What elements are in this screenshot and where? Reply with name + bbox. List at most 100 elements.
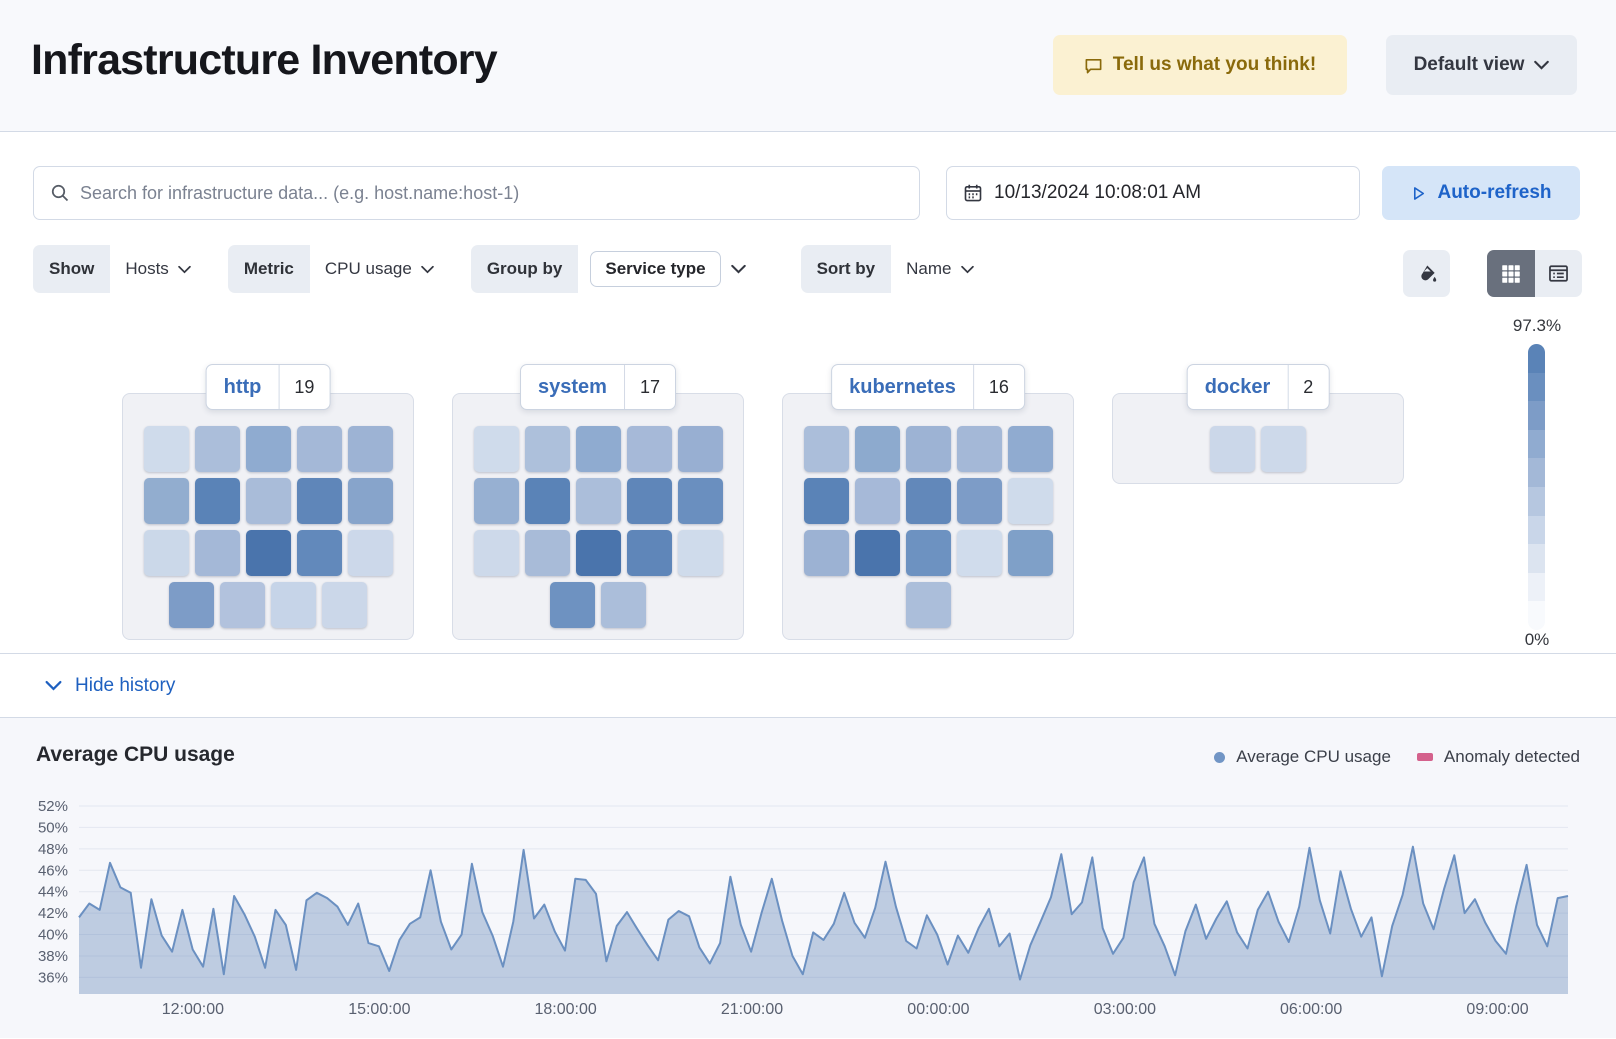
group-by-dropdown[interactable] xyxy=(730,245,746,293)
waffle-tile[interactable] xyxy=(1261,426,1306,472)
waffle-tile[interactable] xyxy=(296,530,342,576)
waffle-tile[interactable] xyxy=(626,530,672,576)
date-time-picker[interactable]: 10/13/2024 10:08:01 AM xyxy=(946,166,1360,220)
waffle-tile[interactable] xyxy=(803,530,849,576)
chevron-down-icon xyxy=(730,264,746,274)
chart-title: Average CPU usage xyxy=(36,743,235,766)
waffle-tile[interactable] xyxy=(245,426,291,472)
waffle-tile[interactable] xyxy=(245,530,291,576)
waffle-tile[interactable] xyxy=(575,478,621,524)
search-input[interactable] xyxy=(80,182,903,204)
waffle-tile[interactable] xyxy=(854,426,900,472)
waffle-tile[interactable] xyxy=(347,530,393,576)
svg-text:44%: 44% xyxy=(38,884,68,901)
waffle-tile[interactable] xyxy=(347,426,393,472)
group-name-link[interactable]: system xyxy=(538,375,607,398)
waffle-tile[interactable] xyxy=(143,426,189,472)
waffle-tile[interactable] xyxy=(271,582,316,628)
waffle-tile[interactable] xyxy=(1210,426,1255,472)
sort-by-dropdown[interactable]: Name xyxy=(891,245,989,293)
waffle-tile[interactable] xyxy=(1007,530,1053,576)
legend-max-label: 97.3% xyxy=(1512,316,1562,335)
svg-text:40%: 40% xyxy=(38,927,68,944)
metric-label: Metric xyxy=(227,245,310,293)
waffle-tile[interactable] xyxy=(677,478,723,524)
date-time-value: 10/13/2024 10:08:01 AM xyxy=(994,182,1202,203)
waffle-tile[interactable] xyxy=(524,426,570,472)
waffle-tile[interactable] xyxy=(956,426,1002,472)
paint-bucket-icon xyxy=(1416,263,1437,284)
waffle-tile[interactable] xyxy=(322,582,367,628)
waffle-tile[interactable] xyxy=(575,530,621,576)
waffle-map-view-button[interactable] xyxy=(1487,250,1535,297)
waffle-tile[interactable] xyxy=(473,478,519,524)
waffle-tile[interactable] xyxy=(956,530,1002,576)
legend-step xyxy=(1528,572,1545,602)
waffle-tile[interactable] xyxy=(220,582,265,628)
waffle-tile[interactable] xyxy=(803,478,849,524)
waffle-tile[interactable] xyxy=(905,426,951,472)
svg-text:03:00:00: 03:00:00 xyxy=(1094,1001,1156,1018)
group-name-link[interactable]: http xyxy=(223,375,262,398)
feedback-button[interactable]: Tell us what you think! xyxy=(1053,35,1347,95)
waffle-tile[interactable] xyxy=(601,582,646,628)
waffle-tile[interactable] xyxy=(143,530,189,576)
waffle-tile[interactable] xyxy=(905,582,951,628)
chevron-down-icon xyxy=(45,680,62,691)
waffle-tile[interactable] xyxy=(550,582,595,628)
group-by-selected-pill[interactable]: Service type xyxy=(590,251,721,287)
waffle-tile[interactable] xyxy=(575,426,621,472)
waffle-tile[interactable] xyxy=(956,478,1002,524)
svg-text:00:00:00: 00:00:00 xyxy=(907,1001,969,1018)
waffle-tile[interactable] xyxy=(524,530,570,576)
svg-text:46%: 46% xyxy=(38,862,68,879)
waffle-tile[interactable] xyxy=(473,530,519,576)
search-bar[interactable] xyxy=(33,166,920,220)
waffle-tile[interactable] xyxy=(677,530,723,576)
waffle-tile[interactable] xyxy=(194,530,240,576)
metric-dropdown[interactable]: CPU usage xyxy=(309,245,449,293)
group-name-link[interactable]: docker xyxy=(1204,375,1271,398)
waffle-tile[interactable] xyxy=(905,478,951,524)
hide-history-toggle[interactable]: Hide history xyxy=(45,675,175,697)
saved-view-dropdown[interactable]: Default view xyxy=(1386,35,1577,95)
waffle-tile[interactable] xyxy=(626,478,672,524)
show-dropdown[interactable]: Hosts xyxy=(110,245,206,293)
table-icon xyxy=(1548,265,1568,282)
waffle-tile[interactable] xyxy=(1007,478,1053,524)
palette-button[interactable] xyxy=(1403,250,1450,297)
group-count: 2 xyxy=(1303,376,1314,397)
waffle-tile[interactable] xyxy=(194,426,240,472)
legend-step xyxy=(1528,544,1545,573)
waffle-tile[interactable] xyxy=(854,478,900,524)
svg-text:06:00:00: 06:00:00 xyxy=(1280,1001,1342,1018)
waffle-tile[interactable] xyxy=(296,478,342,524)
waffle-tile[interactable] xyxy=(803,426,849,472)
legend-step xyxy=(1528,601,1545,630)
waffle-tile[interactable] xyxy=(296,426,342,472)
svg-text:42%: 42% xyxy=(38,905,68,922)
waffle-tile[interactable] xyxy=(905,530,951,576)
auto-refresh-button[interactable]: Auto-refresh xyxy=(1382,166,1580,220)
waffle-tile[interactable] xyxy=(677,426,723,472)
waffle-tile[interactable] xyxy=(854,530,900,576)
waffle-tile[interactable] xyxy=(473,426,519,472)
waffle-tile[interactable] xyxy=(1007,426,1053,472)
waffle-tile[interactable] xyxy=(626,426,672,472)
legend-step xyxy=(1528,372,1545,402)
waffle-tile[interactable] xyxy=(169,582,214,628)
show-control: Show Hosts xyxy=(33,245,206,293)
page-header: Infrastructure Inventory Tell us what yo… xyxy=(0,0,1616,132)
group-name-link[interactable]: kubernetes xyxy=(849,375,956,398)
waffle-tile[interactable] xyxy=(245,478,291,524)
svg-text:52%: 52% xyxy=(38,798,68,815)
table-view-button[interactable] xyxy=(1534,250,1582,297)
waffle-tile[interactable] xyxy=(194,478,240,524)
waffle-tile[interactable] xyxy=(143,478,189,524)
cpu-area-series xyxy=(79,846,1568,994)
waffle-tile[interactable] xyxy=(347,478,393,524)
waffle-tile[interactable] xyxy=(524,478,570,524)
history-toggle-row: Hide history xyxy=(0,653,1616,717)
